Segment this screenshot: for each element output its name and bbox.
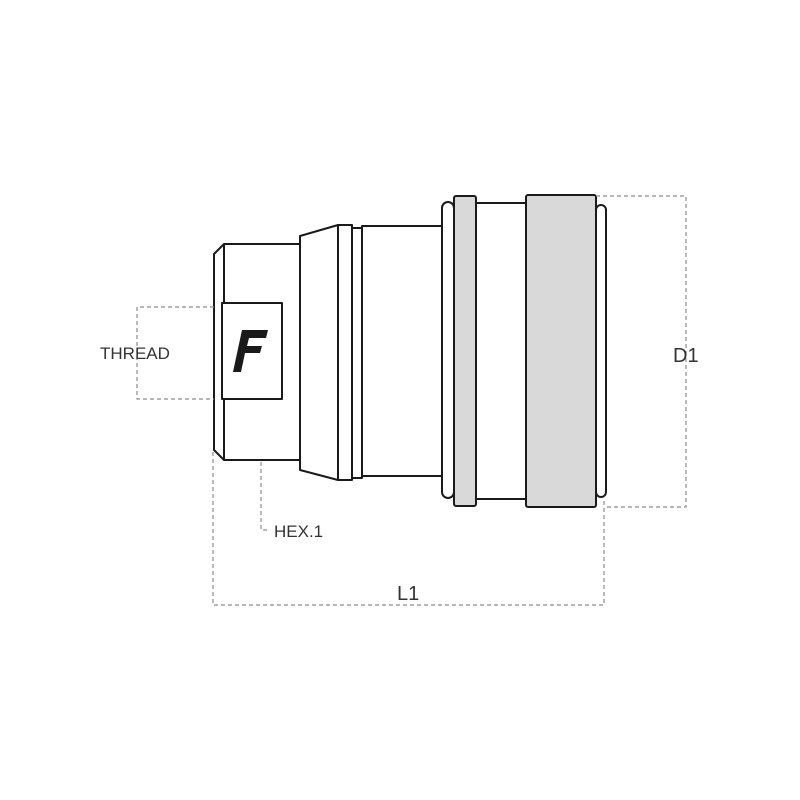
main-body: [361, 201, 455, 499]
brand-logo: [233, 330, 268, 372]
tapered-collar: [299, 224, 339, 481]
sleeve-shaded: [525, 194, 597, 508]
groove-rings: [337, 224, 363, 481]
thread-dimension: THREAD: [100, 306, 214, 400]
collar-ring: [453, 195, 477, 507]
thread-label: THREAD: [100, 344, 170, 363]
hex-dimension: HEX.1: [260, 462, 323, 541]
length-label: L1: [397, 583, 419, 605]
length-dimension: L1: [212, 452, 605, 606]
diameter-label: D1: [673, 345, 699, 367]
hex-end: [213, 243, 301, 461]
sleeve-body: [475, 202, 527, 500]
front-lip: [595, 204, 607, 498]
hex-label: HEX.1: [274, 522, 323, 541]
diameter-dimension: D1: [596, 195, 699, 508]
